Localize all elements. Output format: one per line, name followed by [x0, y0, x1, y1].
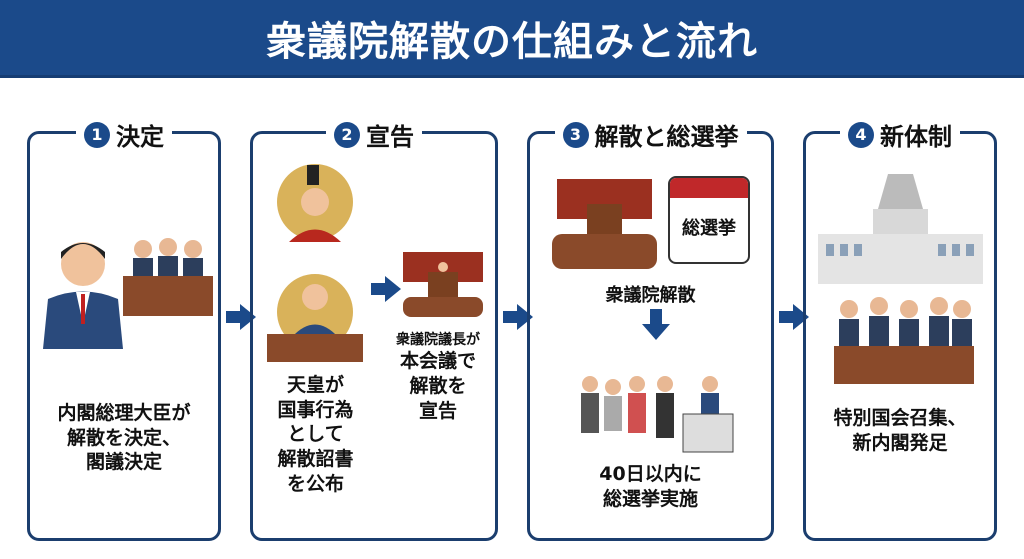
step-3-description: 40日以内に総選挙実施	[599, 463, 702, 510]
voters-illustration	[581, 376, 734, 453]
step-number: 2	[334, 121, 360, 148]
diet-building-icon	[818, 174, 983, 284]
speaker-declaration: 衆議院議長が 本会議で解散を宣告	[396, 332, 480, 422]
diet-chamber-illustration	[403, 252, 483, 317]
step-number: 1	[84, 121, 110, 148]
calendar-icon: 総選挙	[668, 176, 750, 264]
step-label: 解散と総選挙	[594, 123, 739, 151]
calendar-label: 総選挙	[682, 218, 736, 239]
arrow-down-shaft	[650, 309, 662, 325]
step-label: 決定	[116, 123, 164, 151]
arrow-right-icon	[371, 276, 401, 302]
step-number: 3	[562, 121, 589, 148]
new-cabinet-illustration	[834, 297, 974, 384]
page-title: 衆議院解散の仕組みと流れ	[266, 18, 758, 65]
step-label: 宣告	[366, 123, 414, 151]
emperor-proclamation: 天皇が国事行為として解散詔書を公布	[277, 374, 354, 495]
prime-minister-cabinet-illustration	[43, 238, 213, 349]
step-label: 新体制	[880, 123, 952, 151]
step-1-description: 内閣総理大臣が解散を決定、閣議決定	[57, 402, 191, 474]
dissolution-caption: 衆議院解散	[605, 285, 696, 306]
step-4-description: 特別国会召集、新内閣発足	[833, 407, 967, 454]
step-number: 4	[848, 121, 874, 148]
title-banner: 衆議院解散の仕組みと流れ	[0, 0, 1024, 78]
arrow-down-icon	[642, 324, 670, 340]
chamber-dissolution-illustration	[552, 179, 657, 269]
emperor-illustration	[267, 164, 363, 362]
